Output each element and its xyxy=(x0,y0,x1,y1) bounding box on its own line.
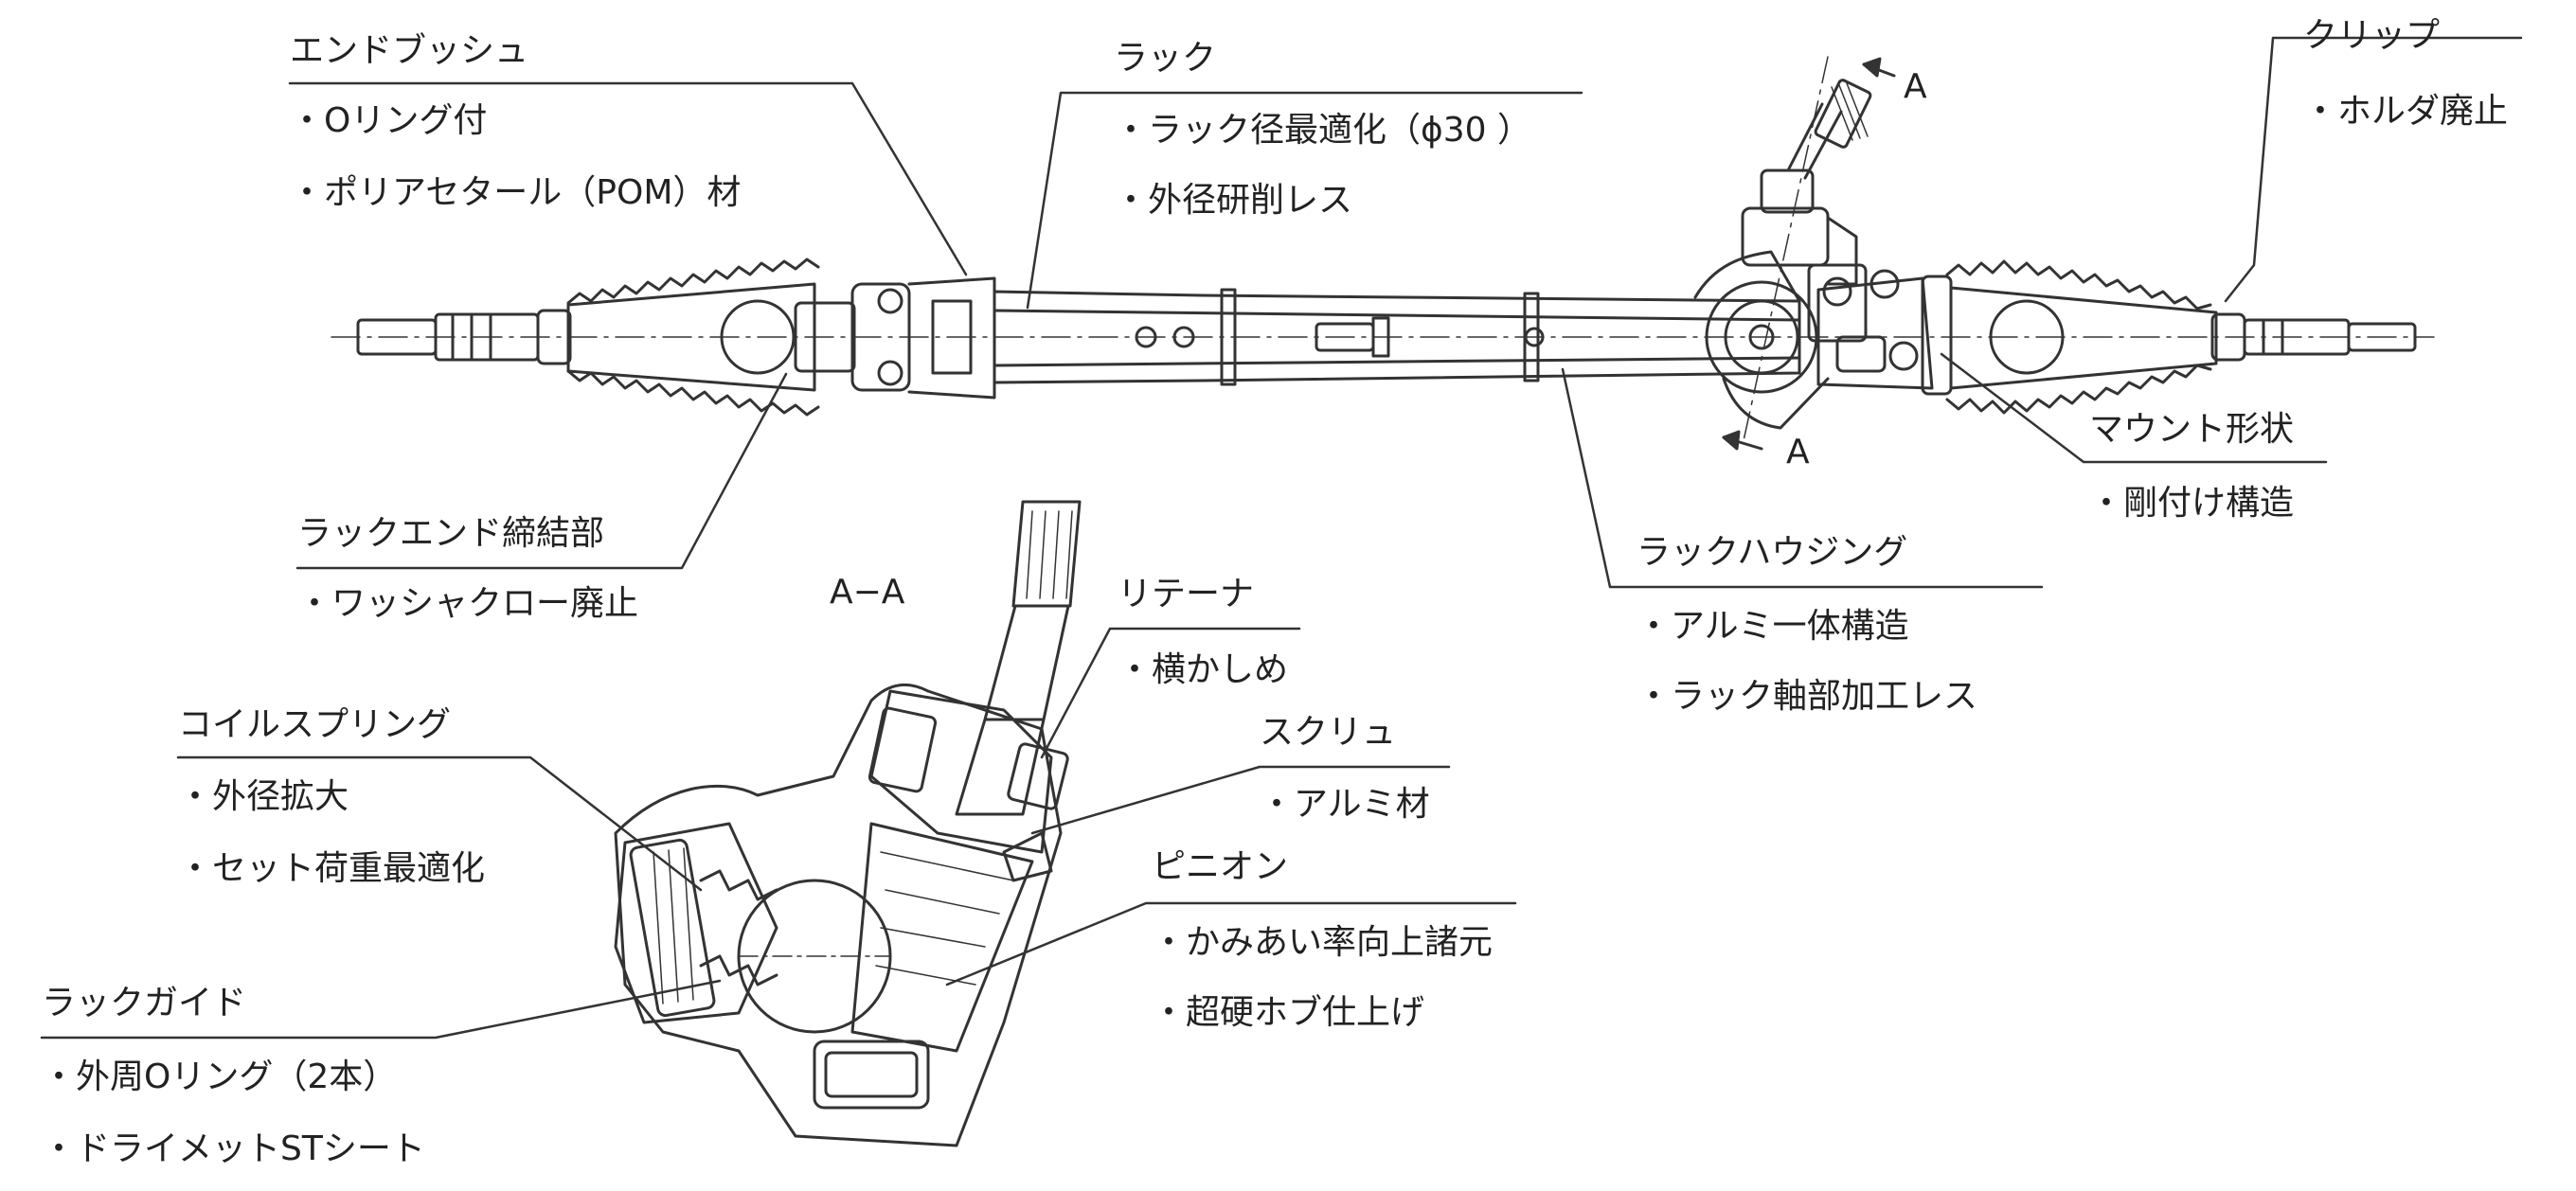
callout-title-rack-end-joint: ラックエンド締結部 xyxy=(297,514,605,553)
callout-item-rack-guide-2: ・ドライメットSTシート xyxy=(42,1129,425,1168)
callout-item-coil-spring-1: ・外径拡大 xyxy=(178,777,349,816)
callout-title-screw: スクリュ xyxy=(1260,713,1397,752)
callout-item-end-bush-1: ・Oリング付 xyxy=(290,101,488,140)
rack-housing-tube xyxy=(993,288,1801,386)
callout-title-coil-spring: コイルスプリング xyxy=(178,705,452,744)
callout-item-rack-housing-2: ・ラック軸部加工レス xyxy=(1637,677,1978,716)
callout-title-end-bush: エンドブッシュ xyxy=(290,31,529,70)
callout-item-end-bush-2: ・ポリアセタール（POM）材 xyxy=(290,173,742,212)
callout-item-pinion-2: ・超硬ホブ仕上げ xyxy=(1152,993,1425,1032)
section-mark-a-bottom: A xyxy=(1786,433,1810,471)
callout-item-screw-1: ・アルミ材 xyxy=(1260,785,1430,824)
callout-item-pinion-1: ・かみあい率向上諸元 xyxy=(1152,923,1494,962)
callout-title-clip: クリップ xyxy=(2303,16,2441,55)
callout-item-rack-1: ・ラック径最適化（ϕ30 ） xyxy=(1114,111,1532,150)
section-a-a-drawing xyxy=(614,500,1082,1147)
callout-item-rack-housing-1: ・アルミ一体構造 xyxy=(1637,607,1909,646)
section-title-a-a: A−A xyxy=(830,573,905,612)
section-mark-a-top: A xyxy=(1904,67,1927,106)
callout-item-coil-spring-2: ・セット荷重最適化 xyxy=(178,849,486,888)
callout-title-retainer: リテーナ xyxy=(1118,575,1255,613)
callout-title-rack-housing: ラックハウジング xyxy=(1637,533,1908,572)
callout-item-rack-end-joint-1: ・ワッシャクロー廃止 xyxy=(297,584,639,623)
callout-item-rack-2: ・外径研削レス xyxy=(1114,181,1353,220)
callout-title-mount-shape: マウント形状 xyxy=(2089,410,2295,449)
callout-item-rack-guide-1: ・外周Oリング（2本） xyxy=(42,1058,398,1096)
leader-lines xyxy=(40,36,2523,1040)
rack-assembly xyxy=(331,56,2435,451)
callout-title-rack-guide: ラックガイド xyxy=(42,984,247,1022)
left-boot xyxy=(566,258,820,417)
callout-item-retainer-1: ・横かしめ xyxy=(1118,650,1289,689)
right-boot xyxy=(1945,259,2218,415)
gear-housing xyxy=(1693,79,1953,430)
callout-item-mount-shape-1: ・剛付け構造 xyxy=(2089,484,2295,523)
callout-title-rack: ラック xyxy=(1114,39,1217,78)
callout-item-clip-1: ・ホルダ廃止 xyxy=(2303,92,2509,131)
callout-title-pinion: ピニオン xyxy=(1152,847,1289,886)
